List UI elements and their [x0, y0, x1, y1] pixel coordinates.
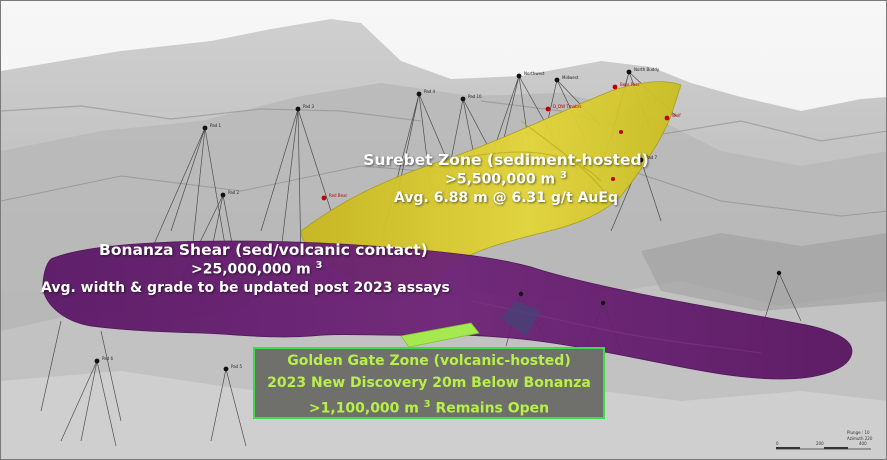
azimuth-note: Azimuth 220	[847, 436, 873, 441]
drill-pad-label: Pad 4	[424, 89, 435, 94]
bonanza-title: Bonanza Shear (sed/volcanic contact)	[99, 241, 428, 259]
golden-gate-callout: Golden Gate Zone (volcanic-hosted) 2023 …	[253, 347, 605, 419]
bonanza-note: Avg. width & grade to be updated post 20…	[41, 279, 450, 296]
surebet-zone-label: Surebet Zone (sediment-hosted) >5,500,00…	[351, 151, 661, 207]
drill-pad-marker-red	[545, 106, 551, 112]
surebet-title: Surebet Zone (sediment-hosted)	[363, 151, 649, 169]
drill-pad-marker	[295, 106, 301, 112]
scale-label: 400	[859, 441, 867, 446]
drill-pad-marker	[516, 73, 522, 79]
scale-label: 200	[816, 441, 824, 446]
surebet-zone-shading	[440, 120, 612, 202]
drill-pad-label: Pad 3	[303, 104, 314, 109]
drill-pad-marker	[518, 291, 524, 297]
drill-pad-marker	[202, 125, 208, 131]
drill-pad-marker	[416, 91, 422, 97]
golden-gate-zone-body	[400, 322, 480, 348]
drill-pad-marker-red	[611, 177, 615, 181]
drill-pad-marker	[94, 358, 100, 364]
bonanza-volume: >25,000,000 m 3	[191, 260, 323, 279]
drill-pad-label: Wolf	[672, 113, 681, 118]
drill-pad-marker-red	[612, 84, 618, 90]
plunge-note: Plunge : 10	[847, 430, 870, 435]
drill-pad-marker	[600, 300, 606, 306]
drill-pad-label: North Buddy	[634, 67, 660, 72]
drill-pad-label: D_DW Tmabrs	[553, 104, 581, 109]
surebet-volume: >5,500,000 m 3	[445, 170, 567, 189]
drill-pad-marker	[626, 69, 632, 75]
drill-pad-marker-red	[321, 195, 327, 201]
golden-gate-title: Golden Gate Zone (volcanic-hosted)	[287, 353, 571, 369]
drill-pad-marker	[223, 366, 229, 372]
golden-gate-volume: >1,100,000 m 3 Remains Open	[308, 399, 550, 417]
drill-pad-label: Pad 2	[228, 190, 239, 195]
drill-pad-label: Pad 6	[102, 356, 113, 361]
drill-pad-label: Bear Pass	[620, 82, 639, 87]
drill-pad-label: Midwest	[562, 75, 579, 80]
drill-pad-label: Northwest	[524, 71, 545, 76]
drill-pad-label: Pad 10	[468, 94, 482, 99]
drill-pad-marker	[638, 157, 644, 163]
golden-gate-discovery: 2023 New Discovery 20m Below Bonanza	[267, 375, 591, 391]
view-orientation-note: Plunge : 10 Azimuth 220	[847, 430, 873, 441]
surebet-grade: Avg. 6.88 m @ 6.31 g/t AuEq	[394, 189, 618, 206]
bonanza-shear-texture	[501, 301, 541, 336]
drill-pad-marker	[776, 270, 782, 276]
drill-pad-marker	[554, 77, 560, 83]
drill-pad-label: Pad 1	[210, 123, 221, 128]
scale-label: 0	[776, 441, 779, 446]
bonanza-shear-label: Bonanza Shear (sed/volcanic contact) >25…	[31, 241, 501, 297]
drill-pad-marker	[460, 96, 466, 102]
drill-pad-marker-red	[619, 130, 623, 134]
scale-bar: 0 200 400	[776, 441, 871, 450]
drill-pad-label: Red Bear	[329, 193, 348, 198]
terrain-shadow	[641, 233, 886, 311]
drill-pad-marker-red	[664, 115, 670, 121]
drill-pad-marker	[220, 192, 226, 198]
drill-pad-label: Pad 7	[646, 155, 657, 160]
bonanza-shear-body	[42, 240, 853, 380]
drill-pad-markers: Pad 1 Pad 2 Pad 3 Pad 4 Pad 5 Pad 6 Pad …	[94, 67, 782, 372]
drill-pad-label: Pad 5	[231, 364, 242, 369]
